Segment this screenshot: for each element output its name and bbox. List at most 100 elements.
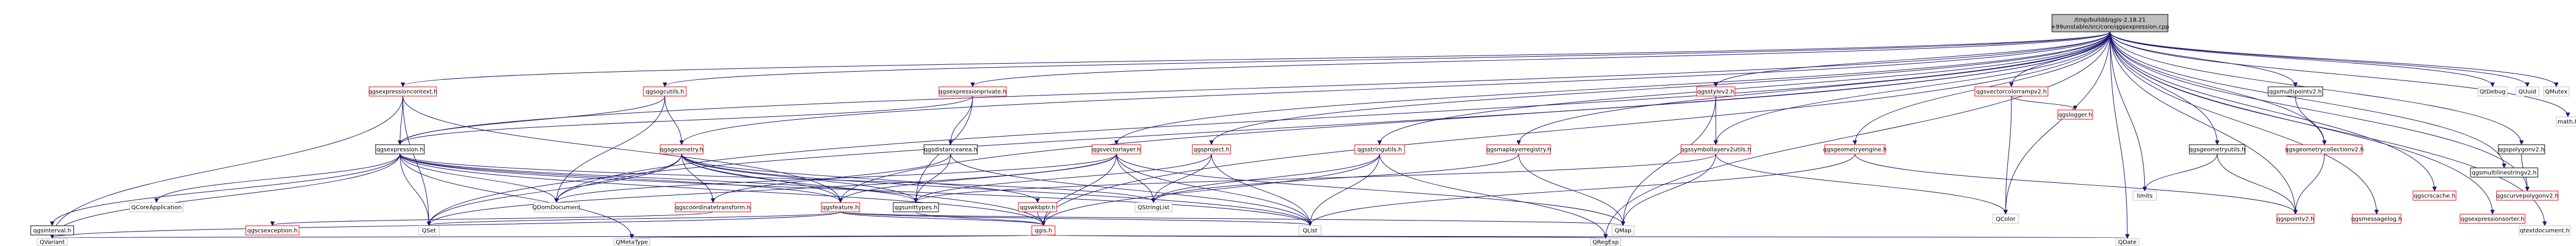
node-qgscsexception-h[interactable]: qgscsexception.h (245, 225, 300, 236)
node-box (1354, 144, 1405, 155)
node-qgsmultipointv2-h[interactable]: qgsmultipointv2.h (2268, 86, 2323, 97)
node-label: qgscoordinatetransform.h (675, 205, 751, 211)
edge-root-to-qgsmultilinestringv2_h (2109, 31, 2504, 167)
node-box (1824, 144, 1886, 155)
node-qgsogcutils-h[interactable]: qgsogcutils.h (643, 86, 687, 97)
edge-qgsfeature_h-to-QSet (429, 211, 841, 225)
node-QMap: QMap (1611, 225, 1635, 236)
node-qgsvectorcolorrampv2-h[interactable]: qgsvectorcolorrampv2.h (1974, 86, 2049, 97)
node-label: QRegExp (1592, 240, 1618, 246)
node-qgscurvepolygonv2-h[interactable]: qgscurvepolygonv2.h (2496, 190, 2559, 201)
edge-root-to-qgsmultipointv2_h (2109, 31, 2295, 86)
node-label: QUuid (2519, 89, 2537, 96)
node-qgsmultilinestringv2-h[interactable]: qgsmultilinestringv2.h (2470, 167, 2538, 178)
node-qgspolygonv2-h[interactable]: qgspolygonv2.h (2498, 144, 2545, 155)
edge-root-to-QDate (2109, 31, 2127, 238)
node-QStringList: QStringList (1134, 202, 1173, 212)
node-box (2133, 190, 2157, 201)
edge-root-to-QMutex (2109, 31, 2556, 86)
node-qgslogger-h[interactable]: qgslogger.h (2057, 109, 2093, 120)
edge-qgis_h-to-QVariant (52, 235, 1044, 238)
node-qgis-h[interactable]: qgis.h (1031, 225, 1056, 236)
node-QMutex: QMutex (2543, 86, 2570, 97)
node-box (1974, 86, 2049, 97)
edge-qgsvectorcolorrampv2_h-to-qgslogger_h (2011, 96, 2075, 109)
node-QColor: QColor (1992, 214, 2019, 224)
node-box (1192, 144, 1231, 155)
node-QVariant: QVariant (37, 238, 68, 246)
edge-qgsstylev2_h-to-QMap (1623, 96, 1716, 225)
node-qgsexpressionsorter-h[interactable]: qgsexpressionsorter.h (2459, 214, 2526, 224)
node-box (1611, 225, 1635, 236)
edge-root-to-QtDebug (2109, 31, 2493, 86)
edge-qgssymbollayerv2utils_h-to-QColor (1715, 153, 2006, 214)
node-label: qgscsexception.h (247, 228, 297, 234)
node-box (1031, 225, 1056, 236)
node-qgsexpressionprivate-h[interactable]: qgsexpressionprivate.h (938, 86, 1007, 97)
node-qgsstringutils-h[interactable]: qgsstringutils.h (1354, 144, 1405, 155)
node-qgswkbptr-h[interactable]: qgswkbptr.h (1018, 202, 1057, 212)
node-label: qgsgeometryutils.h (2189, 147, 2246, 153)
node-qgsgeometryutils-h[interactable]: qgsgeometryutils.h (2189, 144, 2246, 155)
node-label: QMutex (2545, 89, 2568, 96)
node-qgsexpressioncontext-h[interactable]: qgsexpressioncontext.h (368, 86, 438, 97)
node-label: qgsfeature.h (822, 205, 859, 211)
node-qgsmessagelog-h[interactable]: qgsmessagelog.h (2351, 214, 2402, 224)
node-label: qgslogger.h (2058, 112, 2092, 119)
node-qgsmaplayerregistry-h[interactable]: qgsmaplayerregistry.h (1486, 144, 1551, 155)
node-qgscoordinatetransform-h[interactable]: qgscoordinatetransform.h (675, 202, 751, 212)
node-qgssymbollayerv2utils-h[interactable]: qgssymbollayerv2utils.h (1680, 144, 1751, 155)
node-root[interactable]: /tmp/buildd/qgis-2.18.21+99unstable/src/… (2051, 14, 2169, 32)
edge-qgsdistancearea_h-to-QList (950, 153, 1310, 225)
edge-root-to-qgsvectorlayer_h (1116, 31, 2111, 144)
node-box (2515, 86, 2539, 97)
node-box (923, 144, 978, 155)
node-box (1486, 144, 1551, 155)
node-box (1091, 144, 1141, 155)
edge-qgsstringutils_h-to-QStringList (1154, 153, 1380, 202)
node-qgscrscache-h[interactable]: qgscrscache.h (2413, 190, 2457, 201)
edge-root-to-QColor (2006, 31, 2111, 214)
node-label: qgsmessagelog.h (2351, 216, 2402, 223)
node-box (2556, 116, 2576, 127)
edge-root-to-qgspointv2_h (2109, 31, 2295, 214)
node-qgsgeometrycollectionv2-h[interactable]: qgsgeometrycollectionv2.h (2285, 144, 2364, 155)
node-label: QCoreApplication (132, 205, 182, 211)
node-qgsdistancearea-h[interactable]: qgsdistancearea.h (923, 144, 978, 155)
node-box (1298, 225, 1322, 236)
edge-qgsexpression_h-to-QCoreApplication (157, 153, 401, 202)
node-qgsunittypes-h[interactable]: qgsunittypes.h (893, 202, 939, 212)
node-label: qgsmaplayerregistry.h (1486, 147, 1551, 153)
node-qgsfeature-h[interactable]: qgsfeature.h (821, 202, 860, 212)
edge-root-to-QRegExp (1606, 31, 2111, 238)
edge-qgis_h-to-QDate (1043, 235, 2127, 238)
node-qgsgeometryengine-h[interactable]: qgsgeometryengine.h (1823, 144, 1887, 155)
edge-qgswkbptr_h-to-qgis_h (1037, 211, 1043, 225)
node-qgspointv2-h[interactable]: qgspointv2.h (2276, 214, 2315, 224)
edge-qgis_h-to-QMetaType (632, 235, 1044, 238)
node-qgsgeometry-h[interactable]: qgsgeometry.h (660, 144, 704, 155)
node-label: QSet (422, 228, 436, 234)
node-QDate: QDate (2115, 238, 2140, 246)
node-qgsexpression-h[interactable]: qgsexpression.h (375, 144, 425, 155)
node-label: /tmp/buildd/qgis-2.18.21 (2074, 17, 2146, 24)
edge-root-to-qgsmaplayerregistry_h (1519, 31, 2111, 144)
edge-qgsstringutils_h-to-qgis_h (1043, 153, 1380, 225)
edge-layer (52, 31, 2568, 238)
node-qgsproject-h[interactable]: qgsproject.h (1192, 144, 1231, 155)
node-box (37, 238, 68, 246)
edge-qgsfeature_h-to-QVariant (52, 211, 841, 238)
node-box (1680, 144, 1751, 155)
node-label: qgsgeometry.h (660, 147, 703, 153)
node-layer: /tmp/buildd/qgis-2.18.21+99unstable/src/… (30, 14, 2576, 246)
node-qgsstylev2-h[interactable]: qgsstylev2.h (1696, 86, 1735, 97)
edge-qgsvectorlayer_h-to-qgis_h (1043, 153, 1117, 225)
node-label: limits (2137, 193, 2152, 200)
node-qgsvectorlayer-h[interactable]: qgsvectorlayer.h (1091, 144, 1141, 155)
edge-qgsfeature_h-to-qgis_h (840, 211, 1043, 225)
edge-qgsexpressionprivate_h-to-qgsexpression_h (400, 96, 973, 144)
edge-root-to-qgsexpressioncontext_h (403, 31, 2111, 86)
edge-root-to-math_h (2109, 31, 2568, 116)
node-label: qgsdistancearea.h (924, 147, 977, 153)
node-qgsinterval-h[interactable]: qgsinterval.h (30, 225, 74, 236)
